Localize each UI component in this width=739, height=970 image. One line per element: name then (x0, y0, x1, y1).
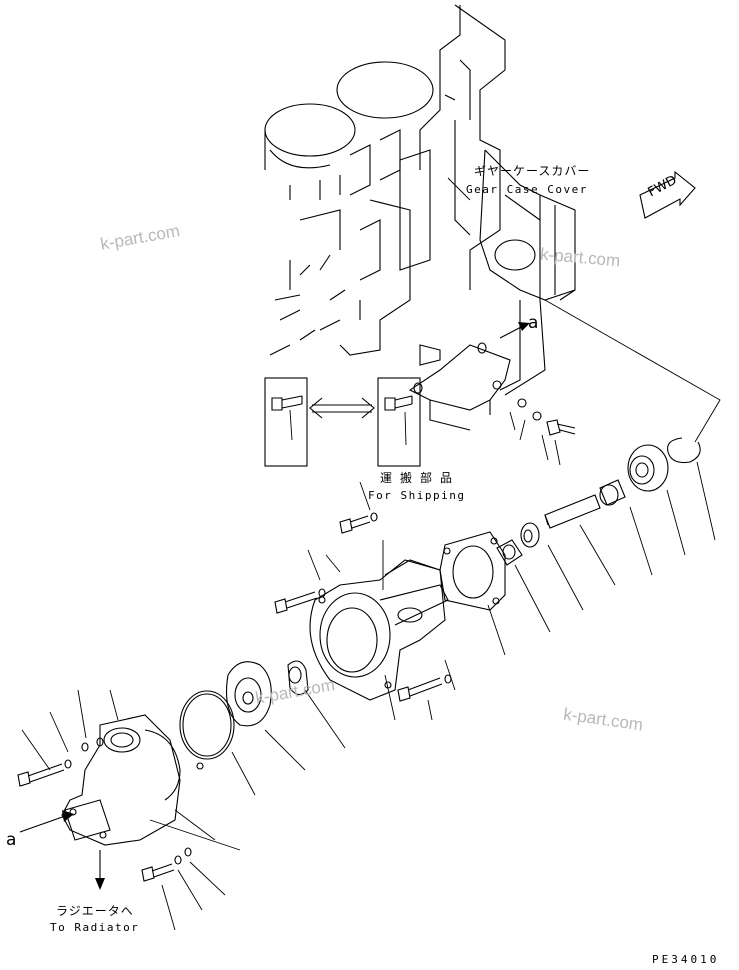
for-shipping-label-jp: 運搬部品 (380, 471, 461, 485)
gasket (439, 531, 506, 656)
flow-arrows (19, 177, 530, 890)
gear-case-cover-label-jp: ギヤーケースカバー (474, 164, 591, 178)
to-radiator-label-en: To Radiator (50, 921, 140, 934)
impeller (225, 660, 346, 771)
shipping-parts-group (264, 377, 423, 467)
pump-shaft-parts (496, 299, 721, 633)
bracket (408, 342, 576, 466)
ref-a-upper: a (528, 313, 539, 333)
bolts (274, 481, 456, 721)
gear-case-cover-label-en: Gear Case Cover (466, 183, 588, 196)
left-bolts (17, 689, 226, 931)
ref-a-lower: a (6, 830, 17, 850)
outlet-elbow (61, 689, 241, 851)
gear-case-cover (479, 149, 576, 396)
drawing-code: PE34010 (652, 953, 720, 966)
pump-housing (309, 540, 449, 721)
for-shipping-label-en: For Shipping (368, 489, 466, 502)
o-ring (179, 690, 256, 796)
to-radiator-label-jp: ラジエータへ (56, 904, 134, 918)
fwd-sign (639, 170, 696, 219)
engine-block (264, 4, 506, 366)
